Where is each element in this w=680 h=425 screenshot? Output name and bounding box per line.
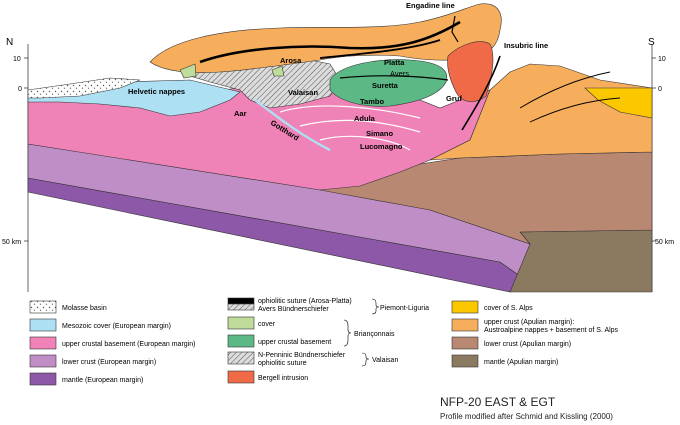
insubric-line bbox=[461, 55, 501, 131]
legend-swatch-cover bbox=[227, 316, 255, 330]
adula-line bbox=[279, 105, 421, 119]
legend-eu-lower: lower crust (European margin) bbox=[62, 359, 156, 366]
legend-swatch-eu-mantle bbox=[29, 372, 57, 386]
legend-swatch-mesozoic bbox=[29, 318, 57, 332]
left-tick-0: 0 bbox=[18, 86, 22, 93]
legend-swatch-apulian-lower bbox=[451, 336, 479, 350]
adula-label: Adula bbox=[354, 114, 376, 123]
austroalpine-nappes bbox=[149, 3, 502, 73]
right-tick-0: 0 bbox=[658, 86, 662, 93]
legend-swatch-eu-upper bbox=[29, 336, 57, 350]
legend-mesozoic: Mesozoic cover (European margin) bbox=[62, 323, 171, 330]
legend-swatch-suture bbox=[227, 297, 255, 305]
brace-brianconnais bbox=[343, 319, 352, 347]
legend-apulian-lower: lower crust (Apulian margin) bbox=[484, 341, 571, 348]
suretta-label: Suretta bbox=[372, 81, 399, 90]
legend-swatch-avers bbox=[227, 303, 255, 311]
legend-swatch-apulian-upper bbox=[451, 318, 479, 332]
legend-col-3: cover of S. Alps upper crust (Apulian ma… bbox=[451, 300, 619, 368]
legend-swatch-bri-basement bbox=[227, 334, 255, 348]
helvetic-nappes-label: Helvetic nappes bbox=[128, 87, 185, 96]
brace-piemont bbox=[371, 298, 380, 315]
legend-cover: cover bbox=[258, 321, 276, 328]
lucomagno-label: Lucomagno bbox=[360, 142, 403, 151]
legend-col-2: ophiolitic suture (Arosa-Platta) Avers B… bbox=[227, 297, 429, 384]
legend-swatch-molasse bbox=[29, 300, 57, 314]
left-tick-10: 10 bbox=[13, 56, 21, 63]
simano-line bbox=[299, 119, 421, 133]
engadine-line bbox=[451, 15, 459, 43]
legend-col-1: Molasse basin Mesozoic cover (European m… bbox=[29, 300, 195, 386]
tambo-label: Tambo bbox=[360, 97, 384, 106]
legend-molasse: Molasse basin bbox=[62, 305, 107, 312]
right-tick-50: 50 km bbox=[655, 239, 674, 246]
ophiolitic-suture bbox=[199, 20, 461, 64]
brianconnais-cover-patch bbox=[179, 63, 197, 79]
engadine-line-label: Engadine line bbox=[406, 1, 455, 10]
group-piemont: Piemont-Liguria bbox=[380, 305, 429, 312]
legend-swatch-s-alps-cover bbox=[451, 300, 479, 314]
valaisan-label: Valaisan bbox=[288, 88, 318, 97]
lucomagno-line bbox=[319, 135, 411, 151]
legend-npenninic: N-Penninic Bündnerschiefer bbox=[258, 352, 346, 359]
bergell-intrusion bbox=[447, 41, 494, 102]
cross-section bbox=[27, 3, 653, 293]
brianconnais-cover-arosa bbox=[271, 65, 285, 77]
legend-apulian-mantle: mantle (Apulian margin) bbox=[484, 359, 558, 366]
right-tick-10: 10 bbox=[658, 56, 666, 63]
legend-avers: Avers Bündnerschiefer bbox=[258, 306, 329, 313]
apulian-thrust-1 bbox=[519, 71, 611, 109]
north-label: N bbox=[6, 37, 13, 48]
avers-label: Avers bbox=[390, 69, 409, 78]
figure-subtitle: Profile modified after Schmid and Kissli… bbox=[440, 412, 613, 421]
legend-swatch-eu-lower bbox=[29, 354, 57, 368]
left-tick-50: 50 km bbox=[2, 239, 21, 246]
simano-label: Simano bbox=[366, 129, 394, 138]
apulian-thrust-2 bbox=[529, 97, 621, 123]
arosa-label: Arosa bbox=[280, 56, 302, 65]
legend-apulian-upper-1: upper crust (Apulian margin): bbox=[484, 319, 574, 326]
suretta-tambo-basement bbox=[329, 59, 448, 107]
legend-swatch-bergell bbox=[227, 370, 255, 384]
legend-swatch-npenninic bbox=[227, 351, 255, 365]
figure-title: NFP-20 EAST & EGT bbox=[440, 395, 556, 409]
south-label: S bbox=[648, 37, 655, 48]
gruf-label: Gruf bbox=[446, 94, 462, 103]
insubric-line-label: Insubric line bbox=[504, 41, 548, 50]
aar-label: Aar bbox=[234, 109, 247, 118]
legend-bergell: Bergell intrusion bbox=[258, 375, 308, 382]
legend-eu-mantle: mantle (European margin) bbox=[62, 377, 143, 384]
group-valaisan: Valaisan bbox=[372, 357, 398, 364]
platta-label: Platta bbox=[384, 58, 405, 67]
legend-ophiolitic: ophiolitic suture bbox=[258, 360, 307, 367]
platta-suture bbox=[319, 39, 441, 59]
gotthard-band bbox=[254, 99, 331, 152]
group-brianconnais: Briançonnais bbox=[354, 331, 395, 338]
legend-eu-upper: upper crustal basement (European margin) bbox=[62, 341, 195, 348]
brace-valaisan bbox=[361, 352, 370, 367]
legend-s-alps-cover: cover of S. Alps bbox=[484, 305, 533, 312]
molasse-basin bbox=[27, 77, 141, 99]
legend-suture: ophiolitic suture (Arosa-Platta) bbox=[258, 298, 352, 305]
apulian-mantle bbox=[509, 229, 653, 293]
s-alps-cover bbox=[584, 87, 653, 119]
avers-band bbox=[339, 75, 449, 81]
legend-swatch-apulian-mantle bbox=[451, 354, 479, 368]
legend-apulian-upper-2: Austroalpine nappes + basement of S. Alp… bbox=[484, 327, 619, 334]
legend-bri-basement: upper crustal basement bbox=[258, 339, 331, 346]
